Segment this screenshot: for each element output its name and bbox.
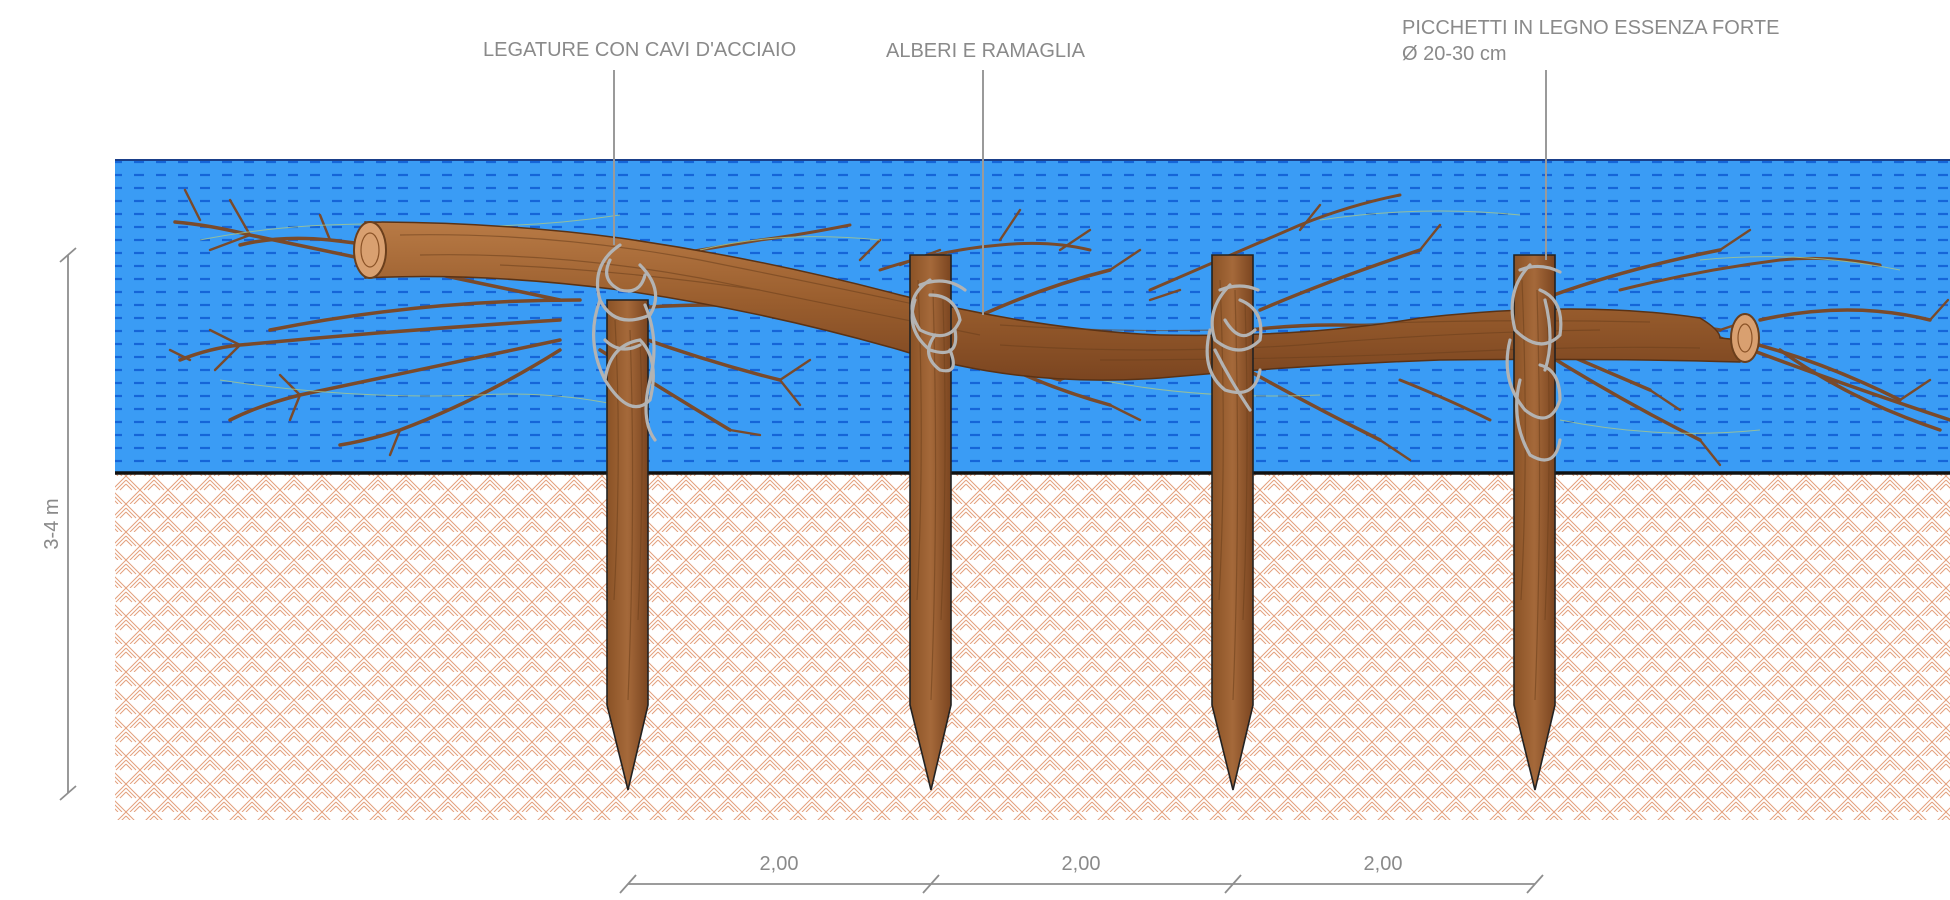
cable-tie-1	[592, 243, 658, 442]
spacing-label-1: 2,00	[760, 853, 799, 875]
label-trees-brushwood: ALBERI E RAMAGLIA	[886, 40, 1086, 62]
label-stakes-diameter: Ø 20-30 cm	[1402, 43, 1506, 65]
label-stakes-title: PICCHETTI IN LEGNO ESSENZA FORTE	[1402, 17, 1779, 39]
stake-1	[606, 299, 649, 791]
stake-2	[909, 254, 952, 791]
cable-tie-3	[1205, 283, 1263, 412]
steel-cable-ties	[592, 243, 1563, 462]
log-end-left	[353, 221, 387, 279]
fascine-log	[353, 221, 1760, 381]
cable-tie-2	[910, 278, 967, 373]
stake-4	[1513, 254, 1556, 791]
cable-tie-4	[1505, 263, 1563, 462]
soil-zone	[115, 473, 1950, 820]
log-end-right	[1730, 313, 1760, 363]
spacing-label-2: 2,00	[1062, 853, 1101, 875]
spacing-label-3: 2,00	[1364, 853, 1403, 875]
height-dimension-label: 3-4 m	[41, 498, 63, 549]
label-cable-ties: LEGATURE CON CAVI D'ACCIAIO	[483, 39, 796, 61]
height-dimension: 3-4 m	[41, 247, 77, 801]
spacing-dimensions: 2,00 2,00 2,00	[619, 853, 1544, 894]
